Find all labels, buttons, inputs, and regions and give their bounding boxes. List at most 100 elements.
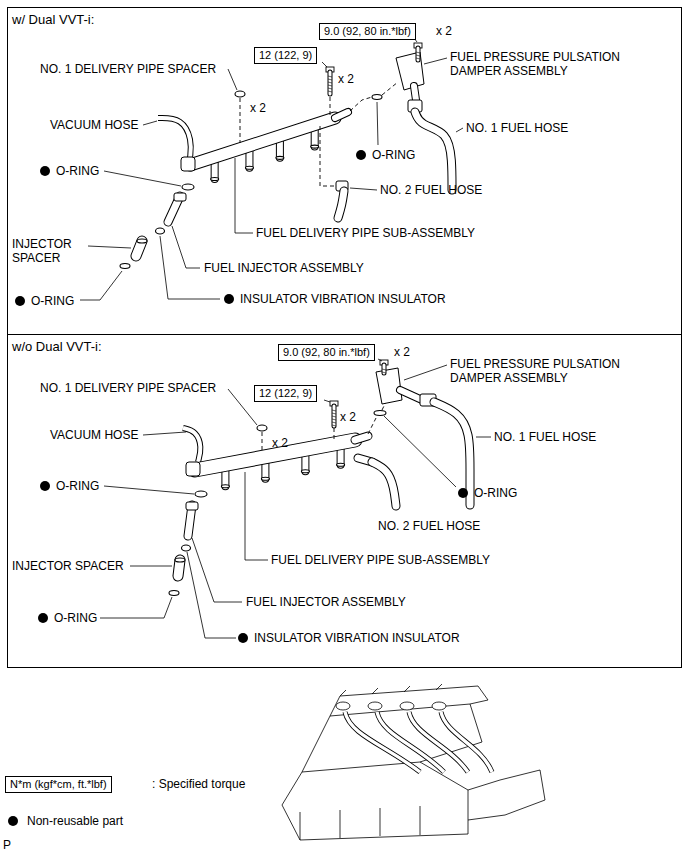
torque-spec-box: 9.0 (92, 80 in.*lbf) bbox=[278, 344, 375, 361]
torque-value: 9.0 (92, 80 in.*lbf) bbox=[324, 25, 411, 37]
leader-line bbox=[80, 271, 122, 300]
engine-sketch bbox=[340, 684, 442, 696]
intake-runner bbox=[441, 712, 492, 772]
fuel-hose bbox=[338, 191, 344, 218]
leader-line bbox=[245, 560, 268, 561]
leader-line bbox=[456, 128, 463, 132]
engine-sketch bbox=[330, 686, 488, 716]
dashed-guide bbox=[382, 82, 398, 95]
part-label: O-RING bbox=[56, 479, 99, 493]
torque-value: 9.0 (92, 80 in.*lbf) bbox=[283, 346, 370, 358]
o-ring bbox=[182, 184, 194, 190]
bolt-thread bbox=[328, 76, 332, 77]
legend-row: Non-reusable part bbox=[8, 814, 123, 828]
leader-line bbox=[228, 389, 257, 425]
injector-port-end bbox=[245, 166, 253, 169]
injector-port-end bbox=[221, 485, 229, 488]
part-label: FUEL PRESSURE PULSATION DAMPER ASSEMBLY bbox=[450, 50, 655, 78]
non-reusable-mark bbox=[238, 633, 248, 643]
part-label: x 2 bbox=[436, 24, 452, 38]
non-reusable-mark bbox=[224, 294, 234, 304]
leader-line bbox=[192, 538, 242, 602]
delivery-pipe-spacer bbox=[257, 425, 267, 431]
dashed-guide bbox=[330, 97, 331, 118]
torque-spec-box: 12 (122, 9) bbox=[254, 47, 317, 64]
bolt-thread bbox=[332, 416, 336, 417]
engine-sketch bbox=[282, 762, 468, 840]
injector-port-end bbox=[337, 463, 345, 466]
panel-heading: w/ Dual VVT-i: bbox=[12, 12, 94, 27]
vacuum-hose bbox=[183, 428, 200, 462]
leader-line bbox=[104, 486, 194, 494]
part-label: FUEL PRESSURE PULSATION DAMPER ASSEMBLY bbox=[450, 357, 655, 385]
part-label: P bbox=[3, 838, 11, 852]
injector-port-end bbox=[301, 470, 309, 473]
dashed-guide bbox=[320, 126, 336, 186]
pipe-outlet bbox=[355, 436, 368, 440]
part-label: O-RING bbox=[474, 486, 517, 500]
bolt-shaft bbox=[416, 48, 421, 60]
delivery-pipe-spacer bbox=[235, 91, 245, 97]
fuel-hose bbox=[372, 462, 396, 506]
o-ring bbox=[374, 411, 386, 416]
bolt-thread bbox=[328, 82, 332, 83]
non-reusable-mark bbox=[38, 613, 48, 623]
leader-line bbox=[228, 69, 237, 90]
part-label: O-RING bbox=[54, 611, 97, 625]
bolt-thread bbox=[332, 410, 336, 411]
non-reusable-mark bbox=[356, 150, 366, 160]
leader-line bbox=[143, 432, 186, 435]
injector-port-end bbox=[276, 156, 284, 159]
part-label: NO. 1 DELIVERY PIPE SPACER bbox=[40, 381, 216, 395]
damper-pipe bbox=[414, 86, 416, 100]
engine-sketch bbox=[300, 806, 420, 840]
leader-line bbox=[322, 62, 327, 67]
non-reusable-mark bbox=[15, 296, 25, 306]
part-label: FUEL DELIVERY PIPE SUB-ASSEMBLY bbox=[256, 226, 475, 240]
damper-pipe bbox=[414, 86, 416, 100]
part-label: x 2 bbox=[340, 410, 356, 424]
fuel-hose bbox=[434, 402, 470, 505]
pipe-outlet bbox=[335, 112, 348, 118]
bolt-shaft bbox=[382, 365, 387, 373]
bolt-thread bbox=[416, 58, 420, 59]
o-ring bbox=[169, 591, 179, 596]
leader-line bbox=[324, 400, 330, 402]
bolt-thread bbox=[328, 88, 332, 89]
leader-line bbox=[377, 102, 378, 145]
intake-runner bbox=[409, 712, 468, 772]
leader-line bbox=[404, 365, 447, 380]
delivery-pipe bbox=[190, 118, 335, 165]
part-label: FUEL DELIVERY PIPE SUB-ASSEMBLY bbox=[271, 553, 490, 567]
bolt-shaft bbox=[329, 72, 332, 94]
bolt-shaft bbox=[383, 365, 386, 373]
damper-pipe bbox=[400, 390, 422, 400]
part-label: x 2 bbox=[272, 436, 288, 450]
dashed-guide bbox=[368, 418, 376, 434]
damper-pipe bbox=[400, 390, 422, 400]
bolt-shaft bbox=[328, 72, 333, 94]
fuel-hose bbox=[372, 462, 396, 506]
injector-spacer-top bbox=[175, 558, 185, 562]
leader-line bbox=[100, 597, 172, 618]
pipe-end-block bbox=[186, 462, 200, 476]
bolt-thread bbox=[416, 52, 420, 53]
torque-spec-box: 9.0 (92, 80 in.*lbf) bbox=[319, 23, 416, 40]
part-label: FUEL INJECTOR ASSEMBLY bbox=[204, 261, 364, 275]
bolt-shaft bbox=[417, 48, 420, 60]
engine-sketch bbox=[302, 704, 482, 772]
part-label: VACUUM HOSE bbox=[50, 428, 138, 442]
part-label: O-RING bbox=[372, 148, 415, 162]
bolt-thread bbox=[328, 91, 332, 92]
injector-port-end bbox=[311, 145, 319, 148]
part-label: x 2 bbox=[394, 345, 410, 359]
bolt-thread bbox=[332, 422, 336, 423]
part-label: NO. 2 FUEL HOSE bbox=[380, 183, 482, 197]
dashed-guide bbox=[262, 432, 263, 450]
part-label: INJECTOR SPACER bbox=[12, 559, 124, 573]
non-reusable-mark bbox=[40, 481, 50, 491]
bolt-thread bbox=[332, 425, 336, 426]
coil-boss bbox=[336, 702, 350, 710]
leader-line bbox=[187, 552, 236, 638]
